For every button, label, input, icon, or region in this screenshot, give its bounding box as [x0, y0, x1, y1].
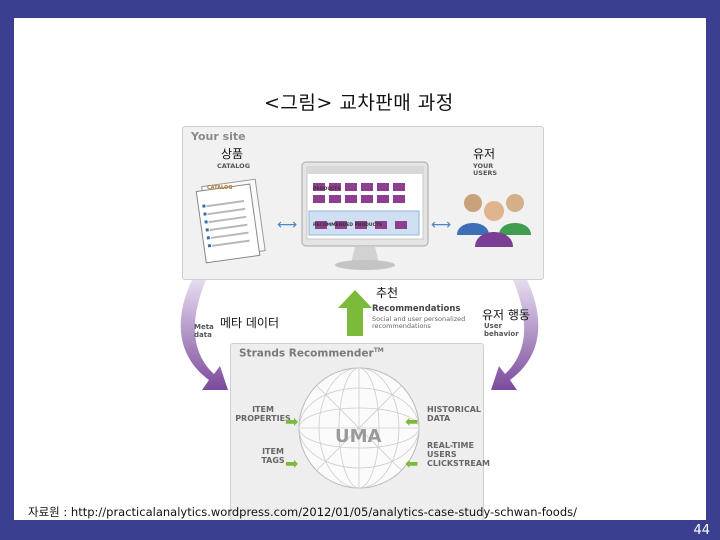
catalog-icon	[191, 173, 275, 269]
your-site-label: Your site	[191, 130, 246, 143]
historical-data-label: HISTORICAL DATA	[427, 406, 481, 424]
slide: <그림> 교차판매 과정 Your site 상품 CATALOG	[14, 18, 706, 520]
recommend-label: 추천	[376, 284, 398, 301]
screen-products-label: PRODUCTS	[313, 187, 341, 192]
realtime-users-label: REAL-TIME USERS CLICKSTREAM	[427, 442, 483, 468]
your-site-panel: Your site 상품 CATALOG CATALOG	[182, 126, 544, 280]
realtime-users-arrow-icon: ⬅	[405, 454, 418, 473]
your-users-label: YOUR USERS	[473, 163, 507, 177]
strands-tm: TM	[374, 347, 384, 354]
recommend-up-arrow-icon	[338, 290, 372, 338]
item-tags-arrow-icon: ➡	[285, 454, 298, 473]
product-label: 상품	[221, 145, 243, 162]
source-caption: 자료원 : http://practicalanalytics.wordpres…	[28, 504, 577, 520]
item-properties-label: ITEM PROPERTIES	[235, 406, 291, 424]
catalog-label: CATALOG	[217, 163, 250, 170]
strands-title: Strands RecommenderTM	[239, 347, 384, 360]
user-behavior-en-label: User behavior	[484, 323, 524, 338]
page-number: 44	[693, 523, 710, 538]
historical-data-arrow-icon: ⬅	[405, 412, 418, 431]
strands-recommender-panel: Strands RecommenderTM UMA ITEM PROPERTIE…	[230, 343, 484, 520]
site-catalog-arrow-icon: ⟷	[277, 217, 297, 233]
user-behavior-label: 유저 행동	[482, 306, 530, 323]
strands-title-text: Strands Recommender	[239, 348, 374, 360]
monitor-icon	[301, 161, 429, 273]
metadata-label: 메타 데이터	[220, 314, 279, 331]
recommendations-title: Recommendations	[372, 304, 460, 314]
screen-recommended-label: RECOMMENDED PRODUCTS	[313, 223, 382, 228]
site-users-arrow-icon: ⟷	[431, 217, 451, 233]
item-properties-arrow-icon: ➡	[285, 412, 298, 431]
catalog-sheet-label: CATALOG	[207, 185, 232, 191]
metadata-en-label: Meta data	[194, 324, 222, 339]
users-icon	[451, 191, 537, 253]
uma-label: UMA	[335, 426, 381, 447]
user-label: 유저	[473, 145, 495, 162]
